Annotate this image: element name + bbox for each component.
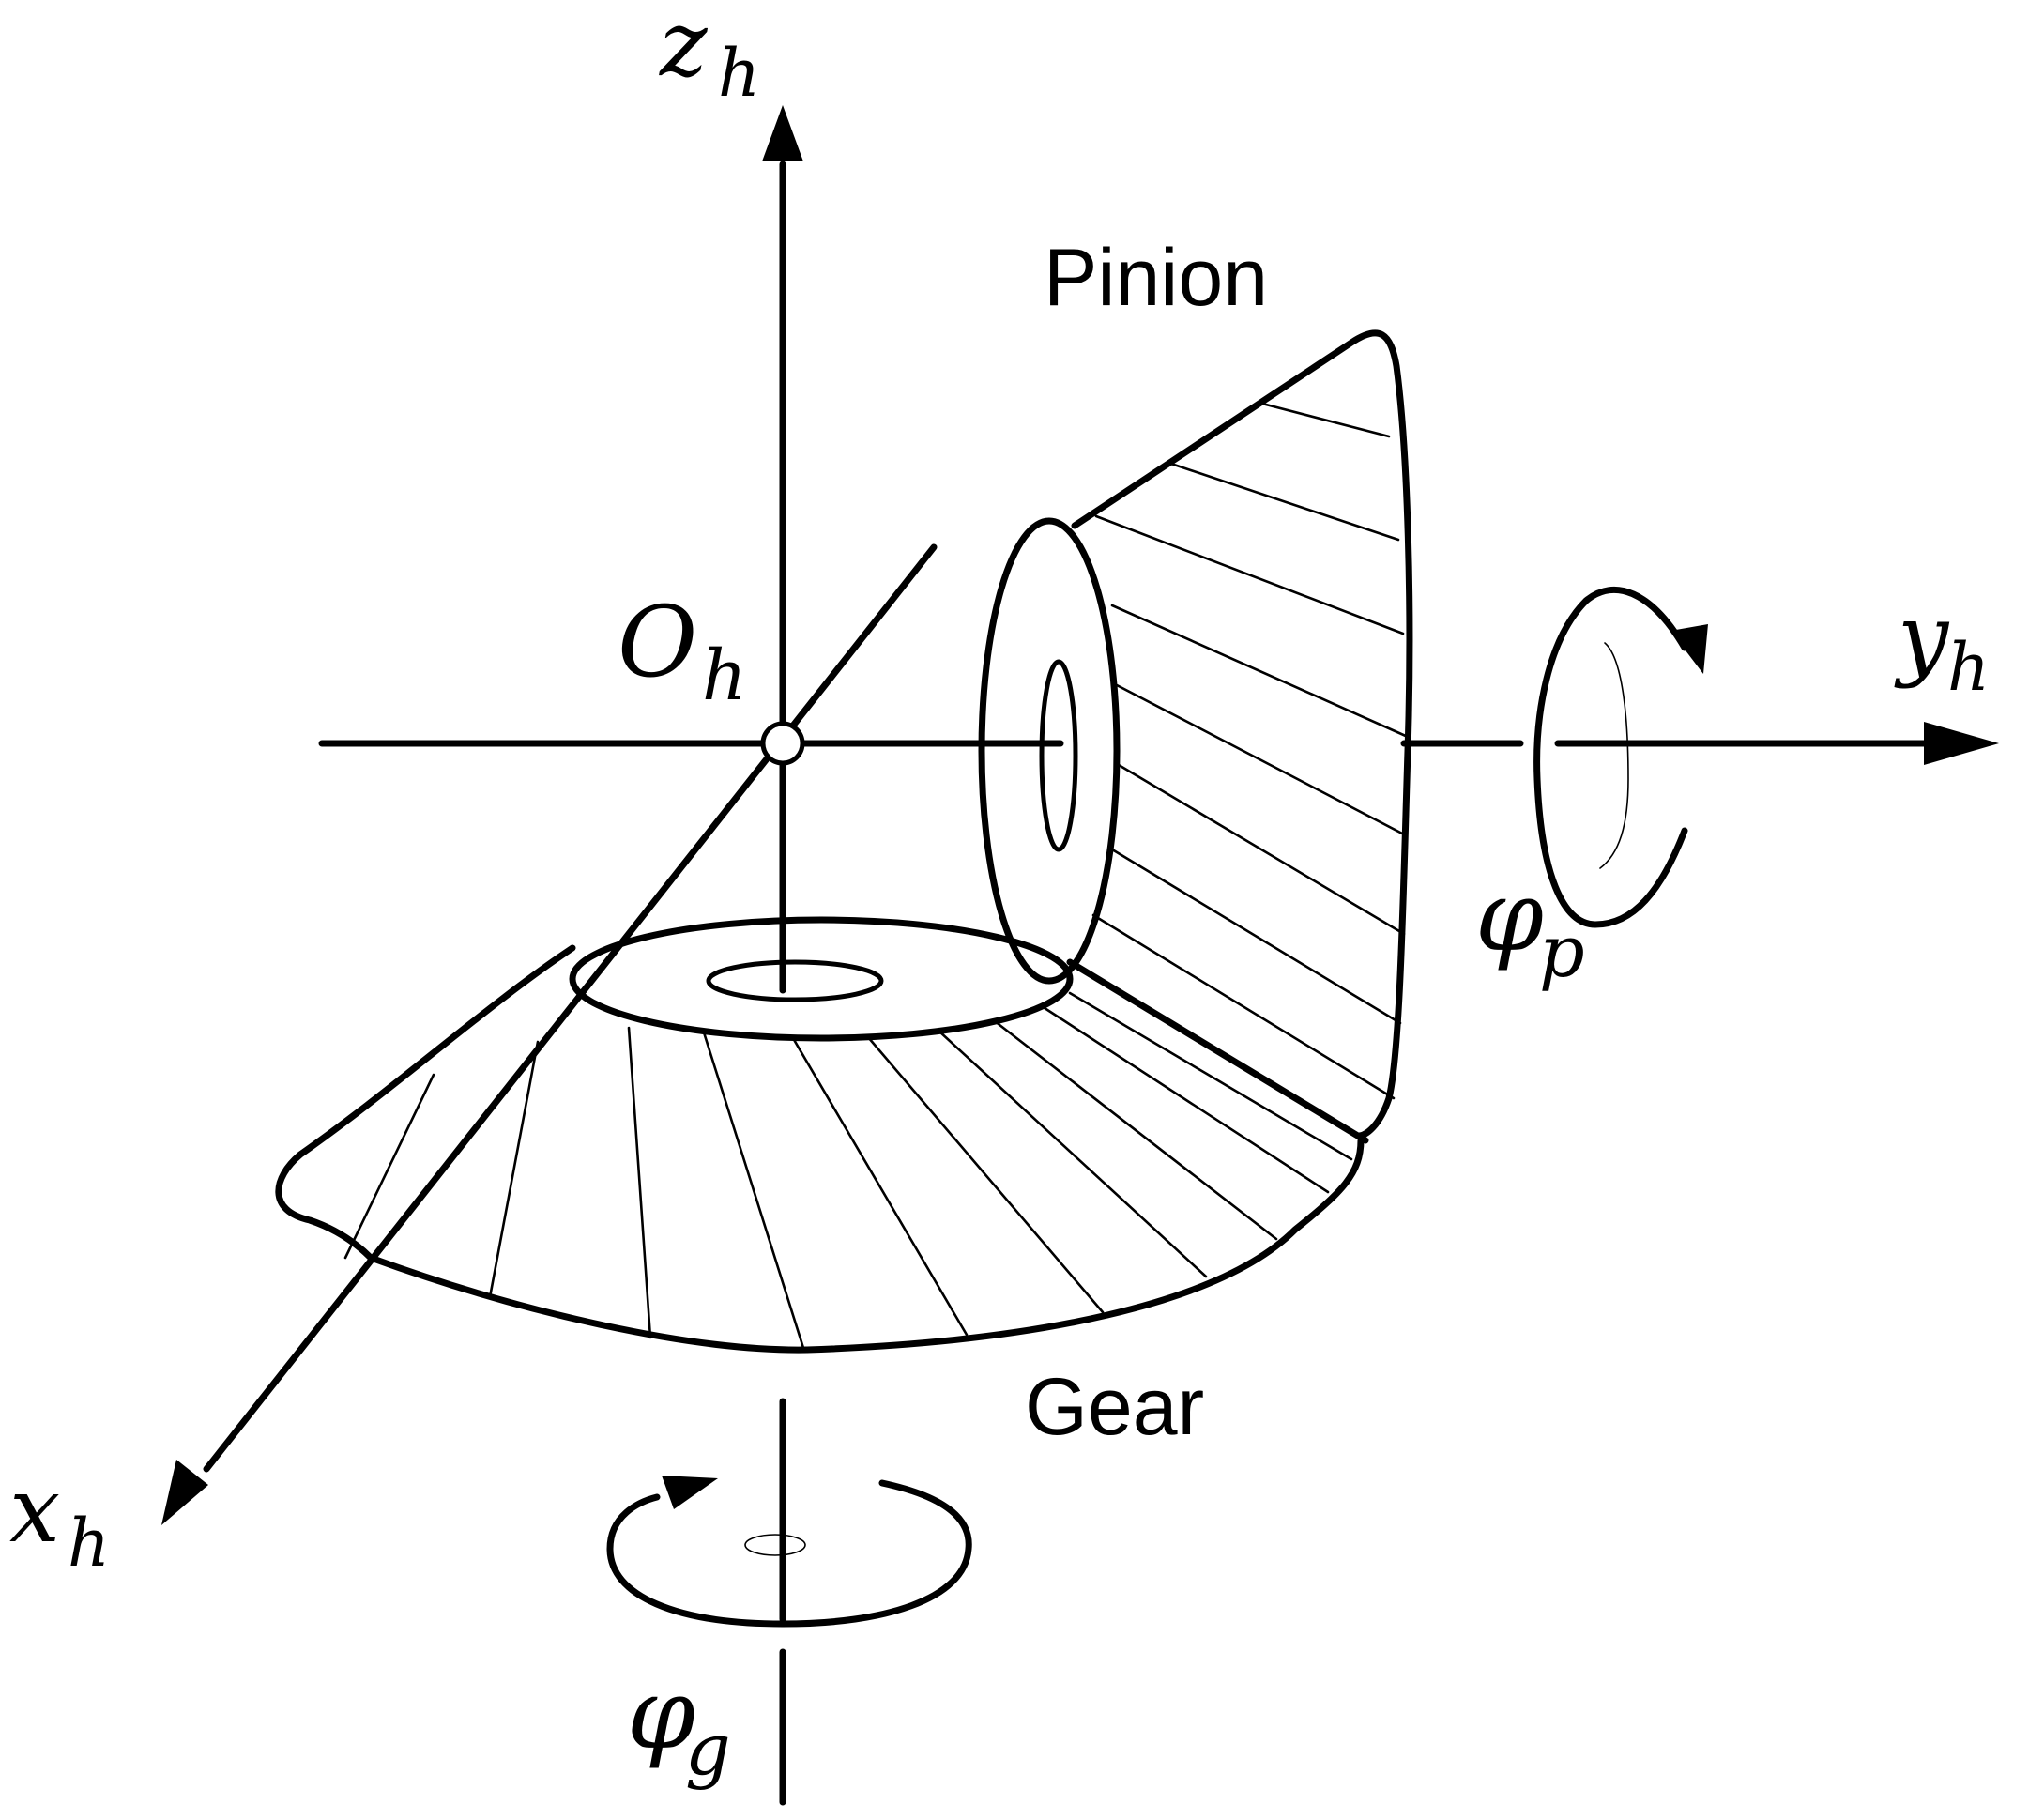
phi-p-label-sub: p bbox=[1539, 910, 1585, 993]
y-axis-arrowhead bbox=[1924, 722, 1999, 765]
x-axis-arrowhead bbox=[161, 1460, 208, 1525]
origin-label: O bbox=[618, 585, 697, 699]
pinion-body bbox=[978, 329, 1413, 1144]
phi-g-label: φ bbox=[627, 1657, 695, 1771]
z-axis-arrowhead bbox=[762, 105, 803, 161]
phi-p-label: φ bbox=[1475, 859, 1544, 973]
gear-top-face bbox=[569, 916, 1074, 1042]
pinion-rotation-inner bbox=[1599, 642, 1629, 869]
pinion-front-hub bbox=[978, 517, 1121, 985]
origin-point bbox=[760, 721, 805, 766]
gear-bore bbox=[706, 959, 884, 1002]
gear-body bbox=[275, 916, 1365, 1354]
x-axis-label: x bbox=[9, 1458, 60, 1563]
gear-rotation-arrow bbox=[606, 1476, 972, 1628]
gear-label: Gear bbox=[1025, 1362, 1204, 1452]
pinion-rotation-arrow bbox=[1533, 586, 1708, 928]
pinion-bore bbox=[1039, 659, 1078, 852]
pinion-back-face bbox=[1071, 329, 1413, 1139]
pinion-bottom-edge bbox=[1066, 958, 1369, 1144]
phi-g-label-sub: g bbox=[685, 1707, 731, 1791]
pinion-tooth-lines bbox=[1091, 402, 1410, 1100]
x-axis-label-sub: h bbox=[68, 1505, 110, 1582]
coordinate-axes bbox=[161, 105, 1999, 1806]
labels: z h O h y h x h Pinion Gear φ p φ g bbox=[9, 0, 1990, 1791]
x-axis-line bbox=[203, 543, 938, 1473]
origin-label-sub: h bbox=[702, 635, 747, 716]
pinion-label: Pinion bbox=[1044, 233, 1268, 323]
y-axis-label: y bbox=[1894, 585, 1950, 690]
gear-rotation-inner bbox=[744, 1534, 806, 1556]
gear-tooth-lines bbox=[343, 991, 1353, 1350]
gear-outline bbox=[275, 944, 1365, 1354]
z-axis-label-sub: h bbox=[718, 35, 760, 112]
y-axis-label-sub: h bbox=[1947, 629, 1990, 706]
z-axis-label: z bbox=[659, 0, 709, 97]
